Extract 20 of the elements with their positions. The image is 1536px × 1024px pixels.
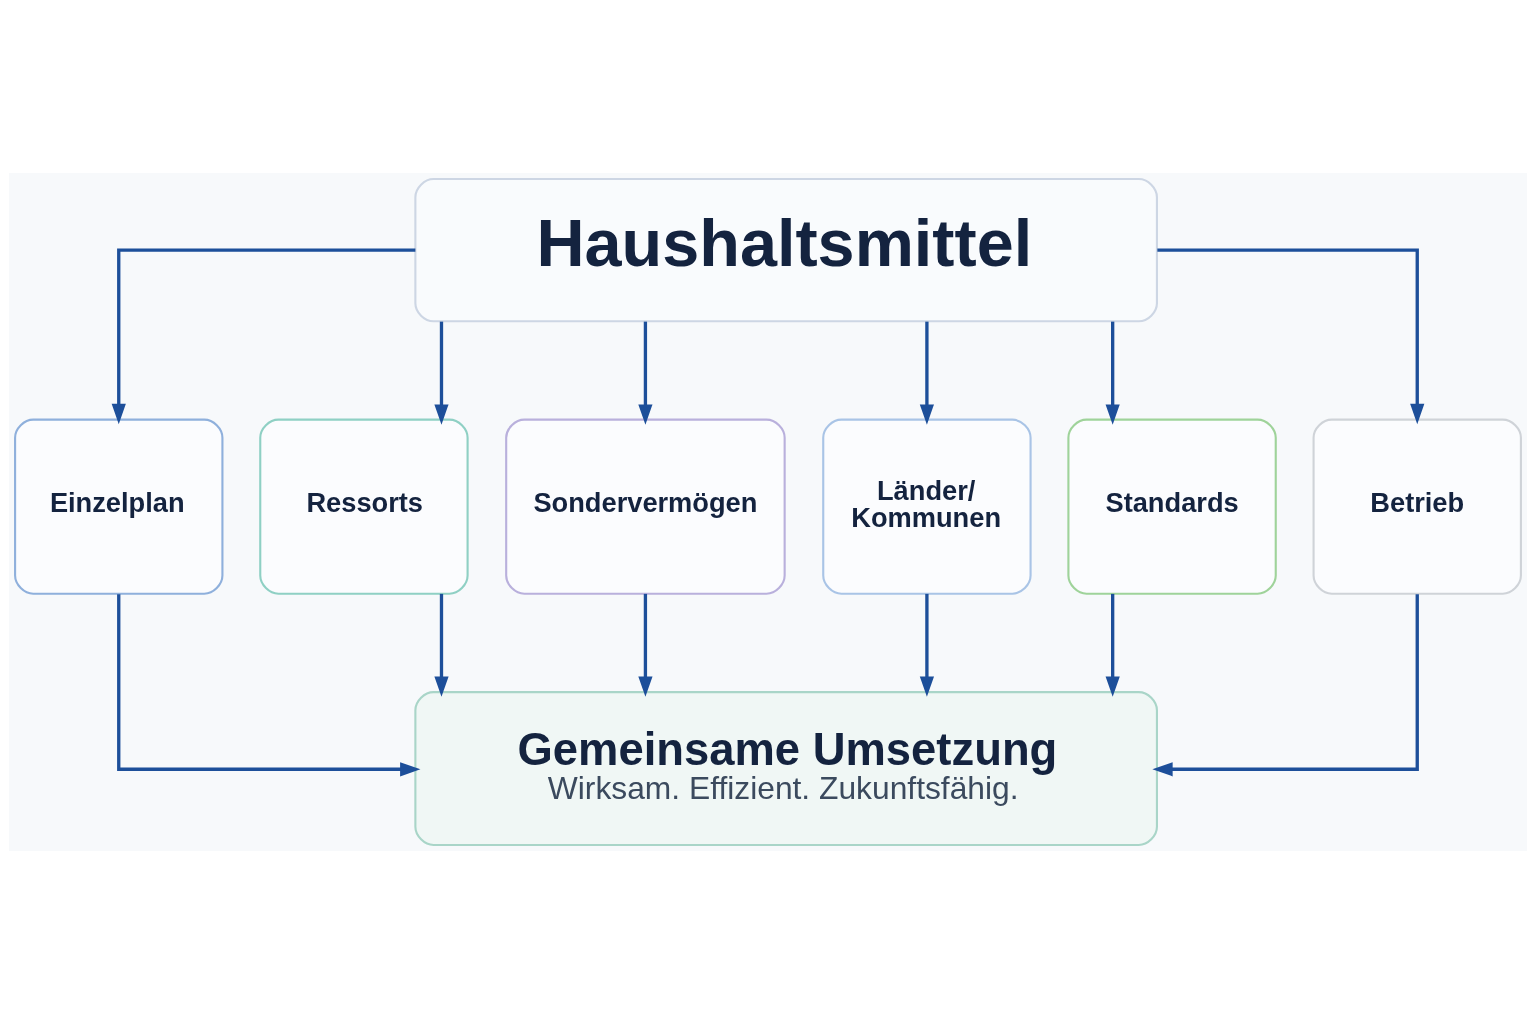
arrow [1157, 248, 1425, 425]
node-box: Gemeinsame Umsetzung Wirksam. Effizient. Zukunftsfähig. [414, 691, 1158, 846]
node-box: Haushaltsmittel [414, 178, 1158, 323]
arrow [1105, 593, 1120, 697]
node-box: Einzelplan [14, 418, 224, 595]
node-box: Sondervermögen [505, 418, 786, 595]
arrow [638, 593, 653, 697]
arrow [117, 594, 421, 777]
node-box: Ressorts [259, 418, 469, 595]
arrow [434, 321, 449, 425]
arrow [111, 248, 416, 425]
arrow [638, 321, 653, 425]
arrow [1105, 321, 1120, 425]
node-box: Länder/ Kommunen [822, 418, 1032, 595]
node-box: Betrieb [1312, 418, 1522, 595]
arrow [919, 321, 934, 425]
node-box: Standards [1067, 418, 1277, 595]
arrow [1152, 594, 1419, 777]
arrow [919, 593, 934, 697]
arrow [434, 593, 449, 697]
